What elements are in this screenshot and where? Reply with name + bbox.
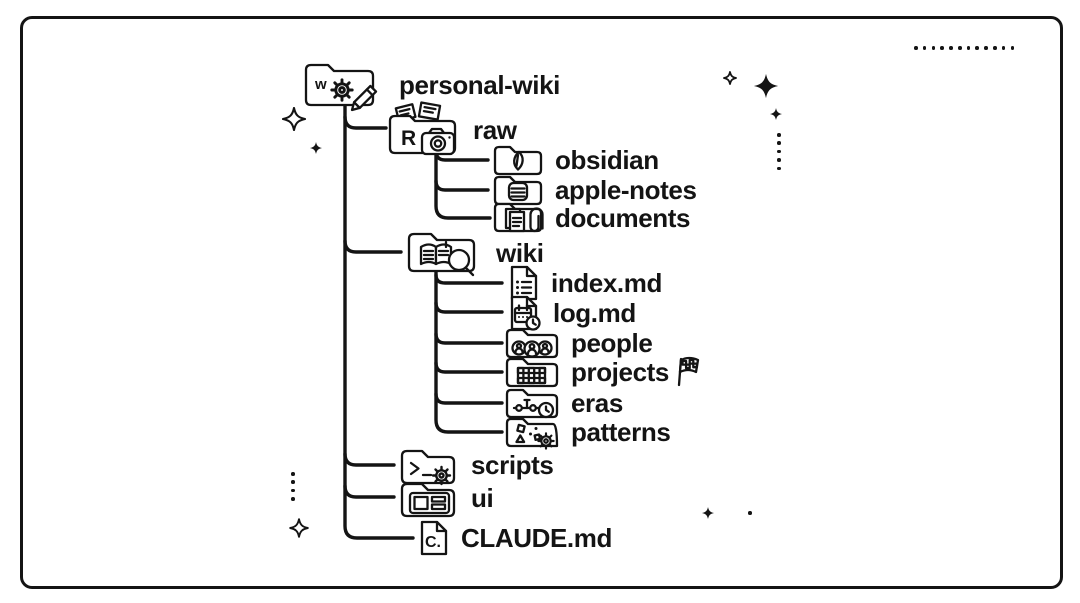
- tree-item-documents: documents: [490, 198, 690, 238]
- tree-item-label: personal-wiki: [399, 70, 560, 100]
- folder-open-book-magnifier-icon: [407, 232, 476, 277]
- tree-item-label: wiki: [496, 238, 544, 268]
- svg-text:w: w: [314, 76, 327, 93]
- outline-star-bottom-left-icon: [289, 518, 309, 538]
- folder-timeline-clock-icon: [505, 388, 559, 419]
- folder-wiki-gear-pencil-icon: w: [304, 63, 378, 112]
- tree-item-label: eras: [571, 388, 623, 418]
- tree-item-label: scripts: [471, 450, 554, 480]
- tree-item-label: index.md: [551, 268, 662, 298]
- tree-item-label: CLAUDE.md: [461, 523, 612, 553]
- vertical-dots-bottom-left: [291, 472, 295, 501]
- file-claude-icon: C.: [420, 520, 448, 556]
- tree-item-apple-notes: apple-notes: [490, 171, 697, 209]
- folder-obsidian-gem-icon: [493, 145, 543, 176]
- folder-shapes-gear-icon: [505, 417, 559, 450]
- tree-item-log-md: log.md: [506, 293, 636, 333]
- tree-item-eras: eras: [502, 383, 623, 423]
- tree-item-personal-wiki: w personal-wiki: [298, 54, 560, 116]
- outline-star-left-icon: [282, 107, 306, 131]
- tree-item-scripts: scripts: [396, 443, 554, 487]
- tree-item-label: people: [571, 328, 653, 358]
- tree-item-patterns: patterns: [502, 412, 671, 452]
- folder-people-icon: [505, 328, 559, 359]
- tree-item-label: documents: [555, 203, 691, 233]
- tree-item-index-md: index.md: [506, 263, 662, 303]
- folder-notepad-icon: [493, 175, 543, 206]
- file-calendar-clock-icon: [510, 295, 541, 331]
- outline-star-top-right-icon: [723, 71, 737, 85]
- horizontal-dots-top-right: [914, 46, 1015, 50]
- big-star-top-right-icon: [753, 73, 779, 99]
- tree-item-label: ui: [471, 483, 494, 513]
- svg-text:R: R: [401, 127, 416, 150]
- small-star-bottom-right-icon: [701, 506, 715, 520]
- tree-item-label: patterns: [571, 417, 671, 447]
- folder-pages-paperclip-icon: [493, 202, 544, 233]
- folder-checkerboard-icon: [505, 357, 559, 388]
- svg-text:C.: C.: [425, 534, 441, 551]
- tree-item-raw: R raw: [384, 101, 517, 159]
- tree-item-label: log.md: [553, 298, 636, 328]
- tree-item-ui: ui: [396, 476, 494, 520]
- folder-terminal-gear-icon: [400, 449, 456, 486]
- tree-item-claude-md: C. CLAUDE.md: [416, 518, 612, 558]
- tree-item-label: projects: [571, 357, 669, 387]
- tree-item-label: apple-notes: [555, 175, 697, 205]
- tree-item-obsidian: obsidian: [490, 141, 659, 179]
- small-star-top-right-icon: [769, 107, 783, 121]
- checkered-flag-icon: [677, 356, 700, 387]
- vertical-dots-right: [777, 133, 781, 171]
- single-dot-bottom-right: [748, 511, 752, 515]
- folder-wireframe-icon: [400, 482, 456, 518]
- file-bullet-list-icon: [510, 265, 538, 301]
- small-star-left-icon: [309, 141, 323, 155]
- folder-photos-camera-icon: R: [388, 101, 457, 156]
- tree-item-label: obsidian: [555, 145, 659, 175]
- tree-item-wiki: wiki: [403, 224, 544, 282]
- tree-item-people: people: [502, 323, 653, 363]
- tree-item-projects: projects: [502, 352, 702, 392]
- tree-item-label: raw: [473, 115, 517, 145]
- border-frame: [20, 16, 1063, 589]
